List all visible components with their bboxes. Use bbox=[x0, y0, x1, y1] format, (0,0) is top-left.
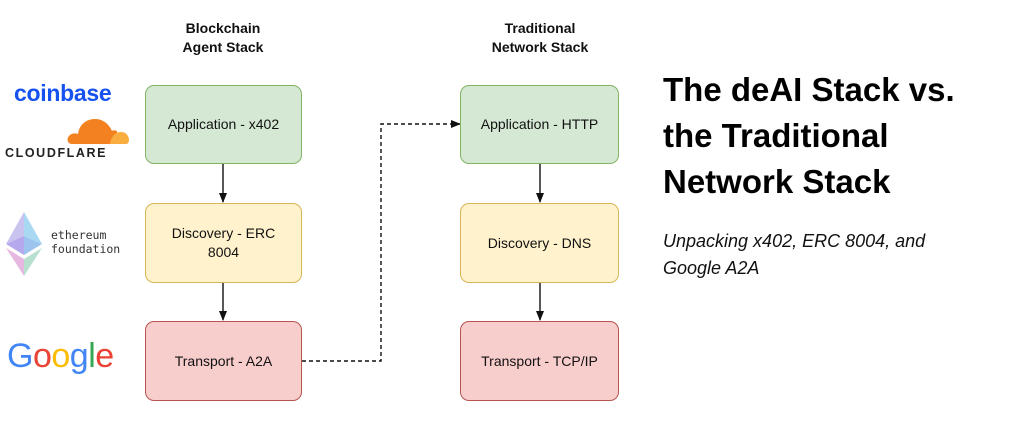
ethereum-foundation-wordmark: ethereum foundation bbox=[51, 228, 120, 256]
headline: The deAI Stack vs. the Traditional Netwo… bbox=[663, 67, 1008, 205]
google-letter: o bbox=[32, 337, 52, 375]
traditional-discovery-label: Discovery - DNS bbox=[487, 234, 592, 251]
blockchain-application-box: Application - x402 bbox=[145, 85, 302, 164]
ethereum-wordmark-line2: foundation bbox=[51, 242, 121, 256]
blockchain-stack-title: Blockchain Agent Stack bbox=[148, 19, 298, 57]
google-letter: G bbox=[7, 337, 33, 375]
blockchain-application-label: Application - x402 bbox=[167, 116, 280, 132]
blockchain-transport-label: Transport - A2A bbox=[174, 352, 273, 369]
google-logo: Google bbox=[7, 337, 114, 376]
dashed-link-transport-to-application bbox=[302, 120, 461, 362]
headline-line3: Network Stack bbox=[663, 163, 891, 200]
traditional-transport-box: Transport - TCP/IP bbox=[460, 321, 619, 401]
traditional-discovery-box: Discovery - DNS bbox=[460, 203, 619, 283]
blockchain-transport-box: Transport - A2A bbox=[145, 321, 302, 401]
headline-line1: The deAI Stack vs. bbox=[663, 71, 955, 108]
subheadline-line2: Google A2A bbox=[663, 258, 760, 278]
blockchain-discovery-box: Discovery - ERC 8004 bbox=[145, 203, 302, 283]
traditional-application-box: Application - HTTP bbox=[460, 85, 619, 164]
traditional-transport-label: Transport - TCP/IP bbox=[481, 352, 598, 369]
google-letter: l bbox=[88, 337, 96, 375]
blockchain-title-line2: Agent Stack bbox=[182, 39, 264, 55]
traditional-title-line1: Traditional bbox=[504, 20, 576, 36]
subheadline-line1: Unpacking x402, ERC 8004, and bbox=[663, 231, 926, 251]
ethereum-diamond-icon bbox=[6, 212, 42, 276]
traditional-stack-title: Traditional Network Stack bbox=[463, 19, 617, 57]
cloudflare-cloud-icon bbox=[67, 119, 129, 144]
traditional-application-label: Application - HTTP bbox=[480, 116, 599, 132]
subheadline: Unpacking x402, ERC 8004, and Google A2A bbox=[663, 228, 1003, 282]
coinbase-logo: coinbase bbox=[14, 80, 112, 106]
traditional-title-line2: Network Stack bbox=[491, 39, 589, 55]
google-letter: g bbox=[69, 337, 89, 375]
ethereum-wordmark-line1: ethereum bbox=[51, 228, 107, 242]
headline-line2: the Traditional bbox=[663, 117, 889, 154]
blockchain-title-line1: Blockchain bbox=[185, 20, 261, 36]
google-letter: o bbox=[51, 337, 70, 375]
cloudflare-wordmark: CLOUDFLARE bbox=[5, 146, 108, 160]
google-letter: e bbox=[95, 337, 114, 375]
blockchain-discovery-label: Discovery - ERC 8004 bbox=[171, 225, 276, 260]
